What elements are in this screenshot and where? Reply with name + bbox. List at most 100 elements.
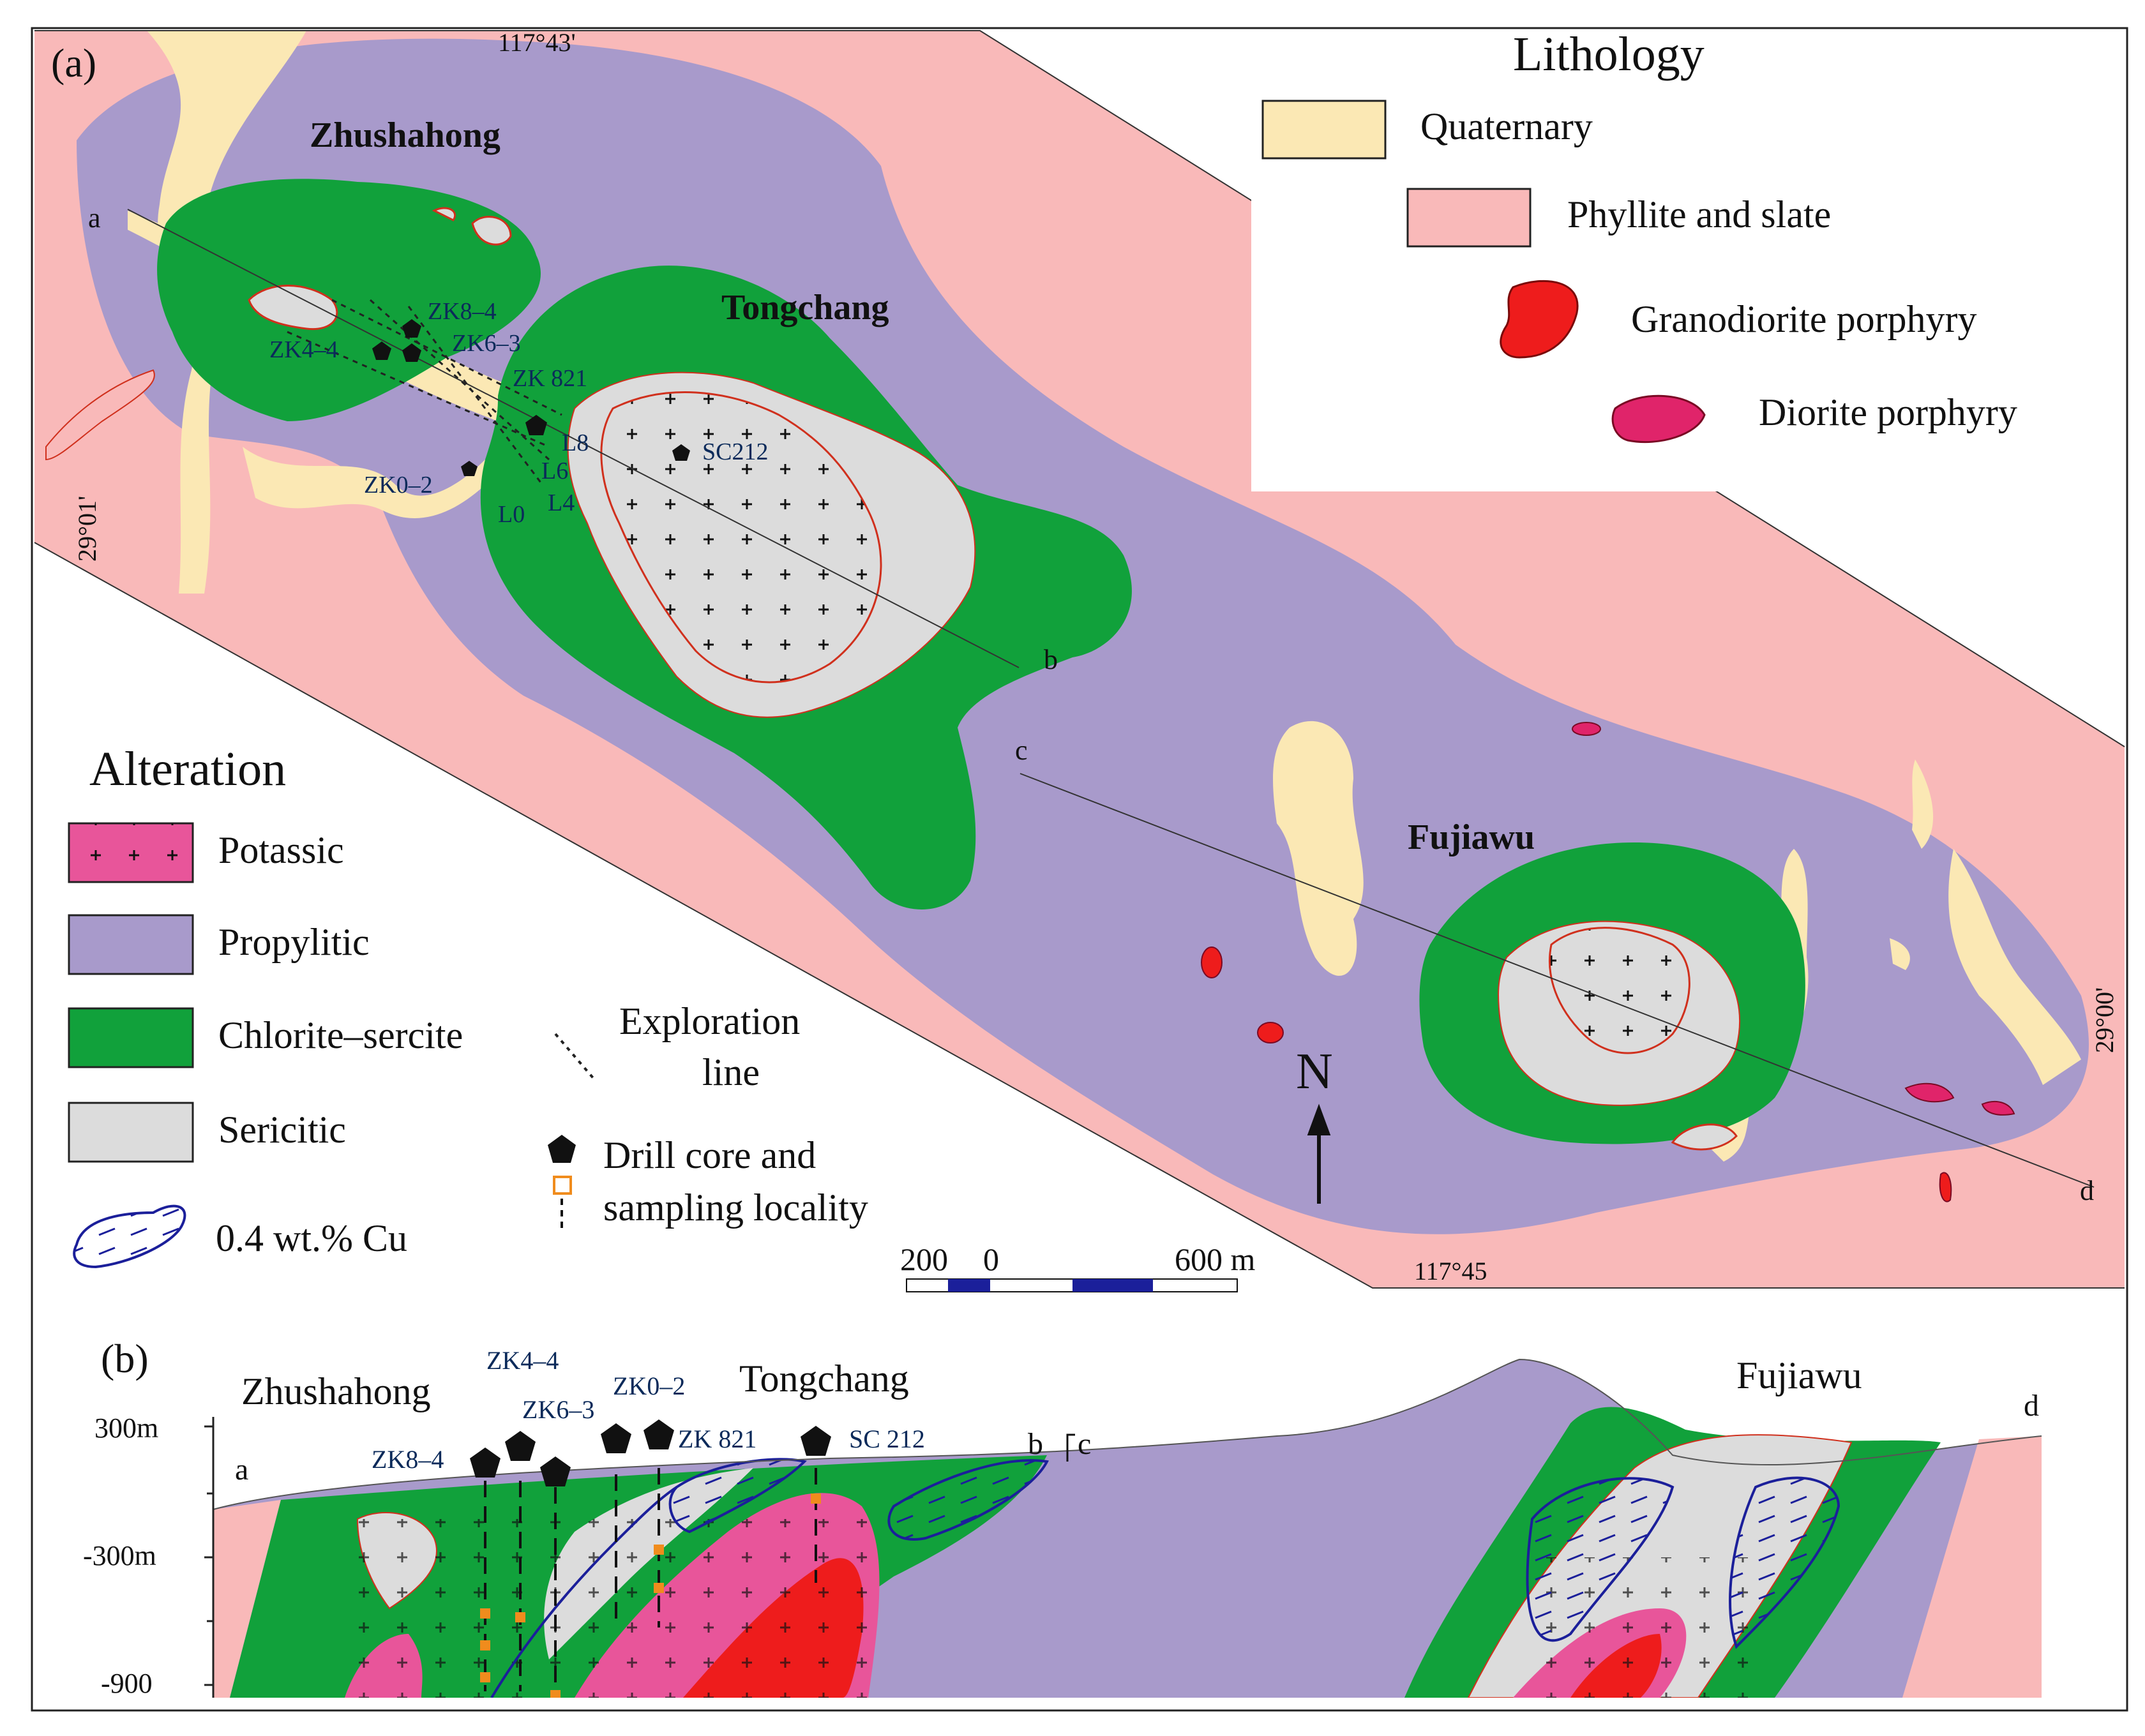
section-cu-contour-fujiawu	[1526, 1477, 1675, 1642]
section-phyllite-left	[213, 1500, 281, 1698]
alteration-label: Propylitic	[218, 921, 370, 963]
line-end-b: b	[1044, 644, 1058, 675]
coord-top-lon: 117°43'	[498, 28, 576, 57]
panel-a-map	[34, 31, 2125, 1288]
depth-tick-label: -900	[101, 1668, 153, 1699]
drill-label: ZK8–4	[428, 298, 497, 325]
section-potassic-pattern	[332, 1519, 894, 1698]
depth-tick-label: -300m	[83, 1540, 156, 1571]
section-end-a: a	[235, 1453, 248, 1486]
lithology-label: Diorite porphyry	[1759, 391, 2017, 433]
drill-label: ZK4–4	[269, 336, 338, 363]
drill-labels-map: ZK8–4 ZK4–4 ZK6–3 ZK 821 SC212 ZK0–2	[269, 298, 768, 498]
drill-label: ZK8–4	[372, 1445, 444, 1474]
drill-label: ZK6–3	[522, 1395, 594, 1424]
section-axis	[204, 1417, 214, 1698]
alteration-legend: Alteration Potassic Propylitic Chlorite–…	[68, 742, 868, 1269]
exploration-line-labels: L8 L6 L4 L0	[498, 430, 589, 528]
section-cu-contour	[490, 1486, 678, 1698]
scale-bar-segment	[1072, 1279, 1153, 1292]
drill-markers-map	[372, 319, 690, 476]
section-line-c-d	[1020, 773, 2095, 1188]
alteration-label: Potassic	[218, 829, 344, 871]
line-end-a: a	[88, 202, 101, 234]
drill-core-icon	[548, 1135, 576, 1163]
scale-label-left: 200	[900, 1241, 948, 1277]
north-arrow-icon	[1307, 1104, 1331, 1204]
cu-label: 0.4 wt.% Cu	[216, 1217, 407, 1259]
chlorite-sericite-swatch	[68, 1007, 194, 1068]
depth-tick-label: 300m	[94, 1412, 158, 1444]
lithology-label: Quaternary	[1420, 105, 1593, 147]
panel-b-label: (b)	[101, 1336, 149, 1381]
sericitic-zones-small	[248, 207, 1738, 1151]
drill-label: ZK0–2	[613, 1372, 685, 1400]
section-drill-labels: ZK8–4 ZK4–4 ZK6–3 ZK0–2 ZK 821 SC 212	[372, 1346, 925, 1474]
panel-a-label: (a)	[51, 40, 96, 86]
section-sample-points	[480, 1493, 821, 1698]
scale-label-zero: 0	[983, 1241, 999, 1277]
map-boundary	[34, 30, 2125, 1289]
lithology-title: Lithology	[1513, 27, 1705, 81]
phyllite-swatch	[1406, 188, 1532, 248]
coord-left-lat: 29°01'	[73, 496, 102, 562]
locality-tongchang-section: Tongchang	[739, 1358, 909, 1400]
granodiorite-intrusion-tongchang	[600, 391, 882, 684]
cu-contour-swatch	[73, 1204, 186, 1269]
section-end-c: c	[1078, 1427, 1091, 1461]
quaternary-swatch	[1261, 100, 1387, 160]
potassic-swatch-pattern	[69, 823, 193, 882]
exploration-lines	[287, 299, 562, 486]
drill-label: SC212	[702, 438, 768, 465]
porphyry-outcrops	[45, 369, 2015, 1202]
exploration-line-label: L8	[562, 430, 589, 456]
drill-legend-label-1: Drill core and	[603, 1134, 816, 1176]
locality-fujiawu-section: Fujiawu	[1736, 1354, 1862, 1396]
lithology-legend: Lithology Quaternary Phyllite and slate …	[1251, 27, 2125, 491]
section-phyllite-right	[1902, 1436, 2042, 1698]
north-arrow: N	[1296, 1044, 1333, 1204]
lithology-label: Phyllite and slate	[1567, 193, 1831, 236]
section-break-mark	[1066, 1433, 1075, 1462]
exploration-line-label-1: Exploration	[619, 1000, 800, 1042]
scale-label-right: 600 m	[1175, 1241, 1256, 1277]
section-end-d: d	[2024, 1389, 2039, 1423]
drill-legend-label-2: sampling locality	[603, 1186, 868, 1229]
drill-label: ZK 821	[678, 1425, 756, 1453]
section-drill-markers	[470, 1419, 831, 1486]
granodiorite-intrusion-fujiawu	[1548, 927, 1690, 1054]
section-cu-contour	[887, 1459, 1050, 1541]
north-label: N	[1296, 1044, 1333, 1100]
sericitic-swatch	[68, 1102, 194, 1163]
exploration-line-label-2: line	[702, 1051, 760, 1093]
section-topography	[213, 1358, 2042, 1510]
propylitic-swatch	[68, 914, 194, 975]
alteration-label: Sericitic	[218, 1109, 346, 1151]
scale-bar-segment	[948, 1279, 990, 1292]
exploration-line-label: L0	[498, 501, 525, 528]
locality-tongchang-map: Tongchang	[721, 288, 889, 327]
section-line-a-b	[127, 209, 1020, 668]
coord-bottom-lon: 117°45	[1414, 1257, 1487, 1285]
panel-b-section	[213, 1359, 2042, 1698]
exploration-line-label: L4	[548, 490, 575, 516]
exploration-line-label: L6	[541, 458, 568, 484]
coord-right-lat: 29°00'	[2090, 987, 2119, 1053]
drill-label: ZK 821	[513, 365, 587, 392]
section-cu-contour	[668, 1458, 807, 1534]
granodiorite-swatch	[1500, 280, 1579, 359]
exploration-line-swatch	[554, 1033, 595, 1080]
line-end-d: d	[2080, 1175, 2094, 1206]
lithology-label: Granodiorite porphyry	[1631, 298, 1977, 340]
locality-zhushahong-section: Zhushahong	[241, 1370, 431, 1412]
drill-label: ZK4–4	[486, 1346, 559, 1375]
locality-zhushahong-map: Zhushahong	[310, 116, 500, 155]
diorite-swatch	[1611, 394, 1706, 444]
drill-label: SC 212	[849, 1425, 925, 1453]
drill-label: ZK0–2	[364, 472, 433, 498]
alteration-label: Chlorite–sercite	[218, 1014, 463, 1056]
section-end-b: b	[1028, 1427, 1043, 1461]
sampling-locality-icon	[553, 1176, 572, 1195]
alteration-title: Alteration	[89, 742, 286, 796]
